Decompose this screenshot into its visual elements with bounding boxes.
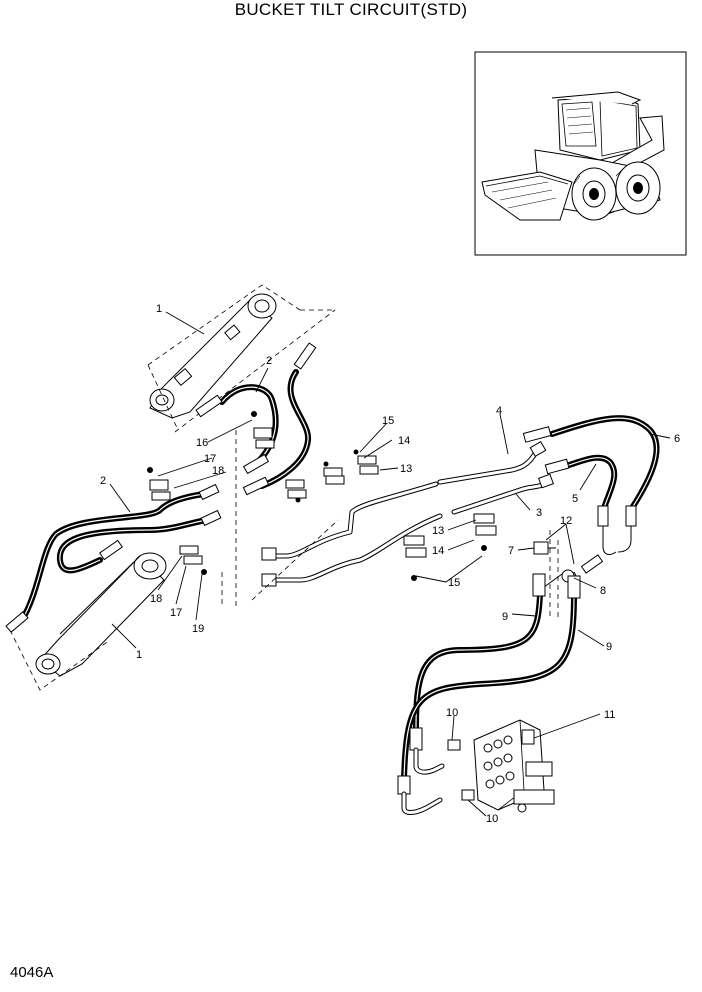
callout-9-left: 9 [502,611,508,623]
callout-2-lower: 2 [100,475,106,487]
clamp-parts [147,411,497,581]
callout-5: 5 [572,493,578,505]
callout-6: 6 [674,433,680,445]
callout-15-upper: 15 [382,415,394,427]
steel-tubes [221,430,554,610]
callout-10-lower: 10 [486,813,498,825]
callout-13-upper: 13 [400,463,412,475]
callout-15-lower: 15 [448,577,460,589]
page-title: BUCKET TILT CIRCUIT(STD) [234,0,468,19]
callout-16: 16 [196,437,208,449]
callout-10-upper: 10 [446,707,458,719]
callout-9-right: 9 [606,641,612,653]
callout-labels: 1 2 16 17 18 2 18 17 19 1 15 14 13 4 3 6… [100,303,680,825]
callout-8: 8 [600,585,606,597]
callout-4: 4 [496,405,502,417]
callout-17-upper: 17 [204,453,216,465]
hoses-9 [397,573,581,815]
callout-3: 3 [536,507,542,519]
bucket-cylinder-lower [9,552,167,691]
skid-steer-loader-icon [481,91,665,221]
callout-1-lower: 1 [136,649,142,661]
callout-11: 11 [604,709,615,721]
hose-assembly-upper [195,342,317,496]
callout-14-lower: 14 [432,545,444,557]
machine-inset [474,51,687,256]
callout-7: 7 [508,545,514,557]
drawing-code: 4046A [10,964,54,981]
callout-1-upper: 1 [156,303,162,315]
hoses-5-6 [522,415,660,555]
hose-assembly-lower [5,483,222,633]
callout-18-upper: 18 [212,465,224,477]
callout-12: 12 [560,515,572,527]
callout-17-lower: 17 [170,607,182,619]
callout-2-upper: 2 [266,355,272,367]
callout-14-upper: 14 [398,435,410,447]
callout-13-lower: 13 [432,525,444,537]
callout-leaders [109,311,671,817]
bucket-cylinder-upper [147,284,336,433]
callout-19: 19 [192,623,204,635]
control-valve [473,719,555,813]
callout-18-lower: 18 [150,593,162,605]
